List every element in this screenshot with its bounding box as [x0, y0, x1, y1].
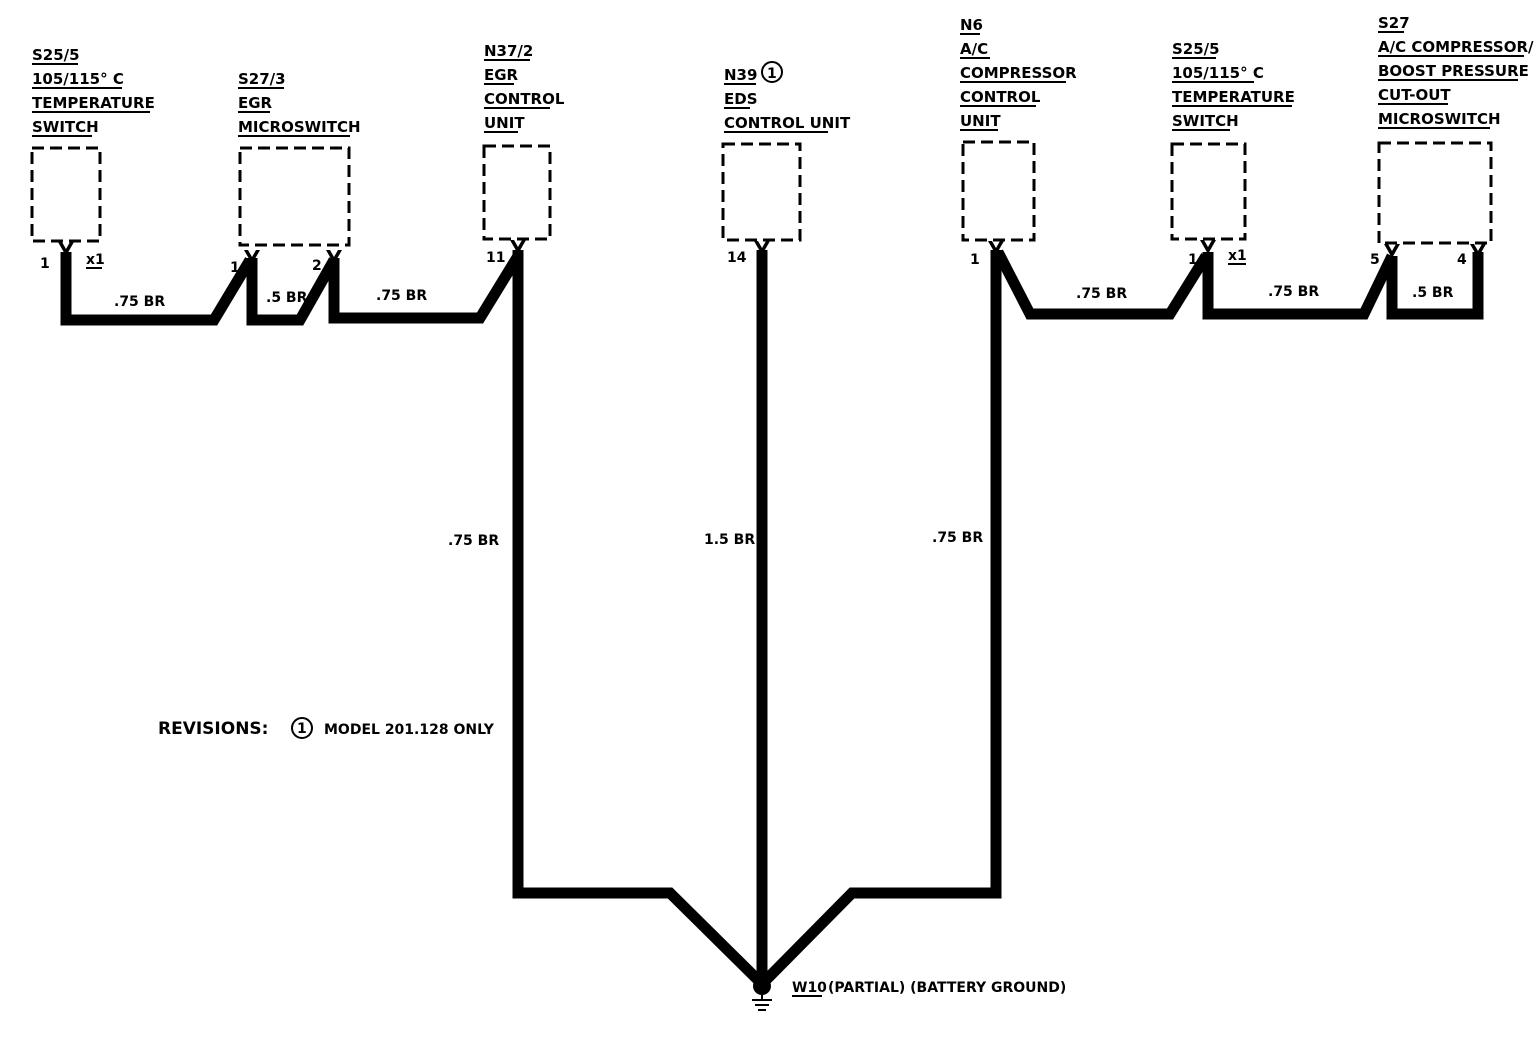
wire-s27-jumper [1386, 252, 1484, 320]
wire-n37-2-to-ground [512, 250, 764, 986]
svg-text:.75 BR: .75 BR [448, 533, 499, 549]
connector-ends [58, 240, 1486, 264]
component-s25-5-left-label: S25/5 105/115° C TEMPERATURE SWITCH [32, 46, 155, 137]
svg-text:COMPRESSOR: COMPRESSOR [960, 64, 1077, 82]
connector-n39 [754, 241, 770, 255]
connector-s25-5-right [1200, 240, 1216, 254]
svg-text:A/C: A/C [960, 40, 988, 58]
component-n39-box [721, 142, 802, 242]
svg-text:.5 BR: .5 BR [266, 290, 308, 306]
component-s27-box [1377, 141, 1493, 245]
svg-text:CUT-OUT: CUT-OUT [1378, 86, 1451, 104]
svg-text:.75 BR: .75 BR [1076, 286, 1127, 302]
svg-text:MICROSWITCH: MICROSWITCH [238, 118, 361, 136]
svg-text:CONTROL: CONTROL [960, 88, 1041, 106]
svg-text:1: 1 [1188, 252, 1198, 268]
wire-n6-to-s25-5-right [993, 249, 1211, 320]
svg-text:1: 1 [230, 260, 240, 276]
svg-text:S27/3: S27/3 [238, 70, 286, 88]
wire-s27-3-to-n37-2 [328, 253, 523, 324]
svg-text:11: 11 [486, 250, 505, 266]
svg-text:EGR: EGR [238, 94, 273, 112]
component-n37-2-box [482, 144, 552, 241]
component-s27-3-box [238, 146, 351, 247]
component-s25-5-left-box [30, 146, 102, 243]
svg-text:x1: x1 [86, 252, 105, 268]
svg-text:MICROSWITCH: MICROSWITCH [1378, 110, 1501, 128]
pin-labels: 1 x1 1 2 11 14 1 1 x1 5 4 [40, 248, 1467, 276]
svg-text:1: 1 [970, 252, 980, 268]
component-s25-5-right-label: S25/5 105/115° C TEMPERATURE SWITCH [1172, 40, 1295, 131]
component-n37-2-label: N37/2 EGR CONTROL UNIT [484, 42, 565, 133]
svg-text:.75 BR: .75 BR [1268, 284, 1319, 300]
svg-text:EGR: EGR [484, 66, 519, 84]
svg-text:5: 5 [1370, 252, 1380, 268]
svg-text:W10: W10 [792, 980, 827, 996]
revisions-note: REVISIONS: 1 MODEL 201.128 ONLY [158, 717, 495, 739]
svg-text:S27: S27 [1378, 14, 1410, 32]
component-s25-5-right-box [1170, 142, 1247, 241]
svg-text:2: 2 [312, 258, 322, 274]
svg-text:N37/2: N37/2 [484, 42, 533, 60]
svg-text:REVISIONS:: REVISIONS: [158, 719, 268, 739]
svg-text:EDS: EDS [724, 90, 758, 108]
wires [60, 249, 1484, 986]
svg-text:1: 1 [767, 66, 777, 82]
svg-text:14: 14 [727, 250, 747, 266]
svg-text:S25/5: S25/5 [1172, 40, 1220, 58]
svg-text:N6: N6 [960, 16, 983, 34]
svg-text:105/115° C: 105/115° C [32, 70, 124, 88]
wire-n6-to-ground [760, 250, 1002, 986]
svg-text:1: 1 [40, 256, 50, 272]
svg-text:CONTROL: CONTROL [484, 90, 565, 108]
svg-text:N39: N39 [724, 66, 757, 84]
svg-text:CONTROL UNIT: CONTROL UNIT [724, 114, 851, 132]
wire-s25-5-to-s27-3 [60, 252, 255, 326]
ground-symbol-icon [752, 977, 772, 1011]
svg-text:S25/5: S25/5 [32, 46, 80, 64]
component-s27-label: S27 A/C COMPRESSOR/ BOOST PRESSURE CUT-O… [1378, 14, 1534, 129]
connector-s27-4 [1470, 244, 1486, 258]
svg-text:TEMPERATURE: TEMPERATURE [1172, 88, 1295, 106]
svg-text:SWITCH: SWITCH [32, 118, 99, 136]
revision-note-marker [761, 61, 783, 83]
svg-text:.5 BR: .5 BR [1412, 285, 1454, 301]
svg-text:.75 BR: .75 BR [114, 294, 165, 310]
connector-n37-2 [510, 240, 526, 254]
wire-s27-3-jumper [246, 257, 339, 326]
svg-text:SWITCH: SWITCH [1172, 112, 1239, 130]
component-s27-3-label: S27/3 EGR MICROSWITCH [238, 70, 361, 137]
wire-labels: .75 BR .5 BR .75 BR .75 BR 1.5 BR .75 BR… [114, 284, 1454, 549]
component-n6-box [961, 140, 1036, 242]
wire-s25-5-right-to-s27 [1202, 252, 1397, 320]
component-n39-label: N39 EDS CONTROL UNIT 1 [724, 61, 851, 133]
svg-text:BOOST PRESSURE: BOOST PRESSURE [1378, 62, 1529, 80]
svg-text:.75 BR: .75 BR [932, 530, 983, 546]
svg-text:TEMPERATURE: TEMPERATURE [32, 94, 155, 112]
svg-text:.75 BR: .75 BR [376, 288, 427, 304]
svg-text:MODEL 201.128 ONLY: MODEL 201.128 ONLY [324, 722, 495, 738]
svg-text:A/C COMPRESSOR/: A/C COMPRESSOR/ [1378, 38, 1534, 56]
svg-text:x1: x1 [1228, 248, 1247, 264]
connector-s25-5-left [58, 242, 74, 256]
connector-s27-3-1 [244, 250, 260, 264]
svg-text:UNIT: UNIT [484, 114, 525, 132]
component-n6-label: N6 A/C COMPRESSOR CONTROL UNIT [960, 16, 1077, 131]
connector-s27-3-2 [326, 250, 342, 264]
svg-text:1: 1 [297, 721, 307, 737]
svg-text:4: 4 [1457, 252, 1467, 268]
svg-text:(PARTIAL) (BATTERY GROUND): (PARTIAL) (BATTERY GROUND) [828, 980, 1066, 996]
connector-n6 [988, 241, 1004, 255]
svg-text:1.5 BR: 1.5 BR [704, 532, 755, 548]
svg-text:UNIT: UNIT [960, 112, 1001, 130]
connector-s27-5 [1384, 244, 1400, 258]
svg-text:105/115° C: 105/115° C [1172, 64, 1264, 82]
ground-label: W10 (PARTIAL) (BATTERY GROUND) [792, 980, 1066, 997]
